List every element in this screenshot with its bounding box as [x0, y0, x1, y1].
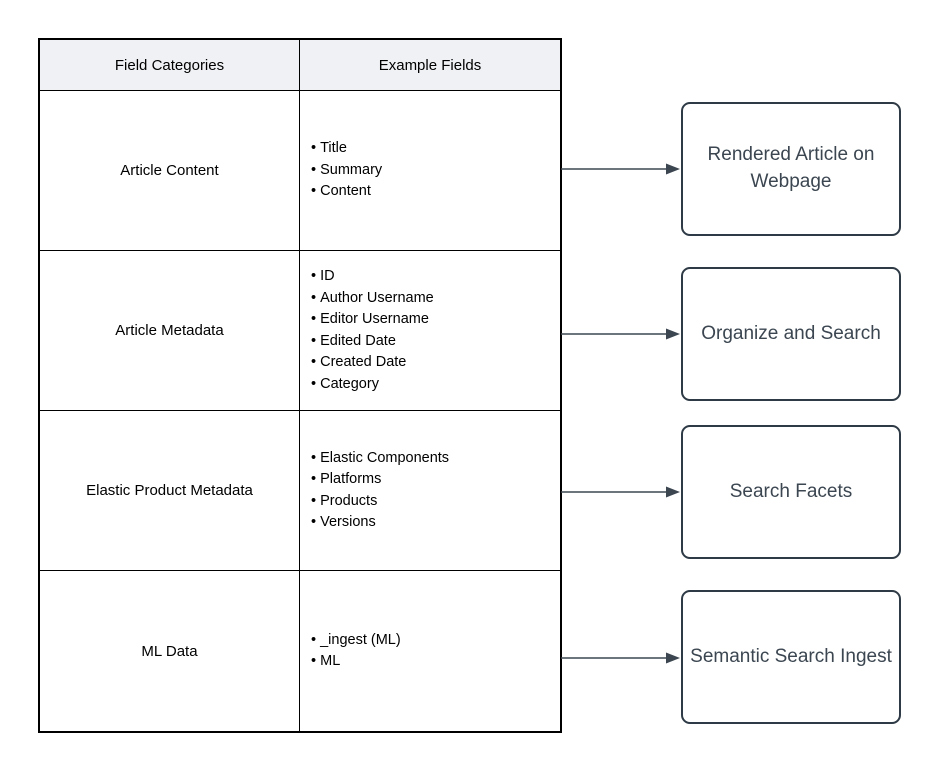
field-item: Author Username — [311, 288, 434, 310]
category-cell-article-metadata: Article Metadata — [40, 251, 300, 411]
arrow-to-semantic-search-ingest — [561, 652, 680, 664]
field-item: Editor Username — [311, 309, 434, 331]
arrow-to-organize-and-search — [561, 328, 680, 340]
field-item: Category — [311, 374, 434, 396]
field-item: Content — [311, 181, 382, 203]
fields-cell-ml-data: _ingest (ML) ML — [300, 571, 560, 731]
field-list: _ingest (ML) ML — [311, 630, 401, 673]
category-cell-ml-data: ML Data — [40, 571, 300, 731]
field-item: Platforms — [311, 469, 449, 491]
field-item: Versions — [311, 512, 449, 534]
category-cell-elastic-product-metadata: Elastic Product Metadata — [40, 411, 300, 571]
field-list: Title Summary Content — [311, 138, 382, 203]
fields-cell-elastic-product-metadata: Elastic Components Platforms Products Ve… — [300, 411, 560, 571]
column-header-example-fields: Example Fields — [300, 40, 560, 91]
field-list: ID Author Username Editor Username Edite… — [311, 266, 434, 395]
field-item: ID — [311, 266, 434, 288]
fields-cell-article-metadata: ID Author Username Editor Username Edite… — [300, 251, 560, 411]
flow-box-semantic-search-ingest: Semantic Search Ingest — [681, 590, 901, 724]
arrow-to-search-facets — [561, 486, 680, 498]
field-item: Title — [311, 138, 382, 160]
fields-cell-article-content: Title Summary Content — [300, 91, 560, 251]
category-cell-article-content: Article Content — [40, 91, 300, 251]
arrow-to-rendered-article — [561, 163, 680, 175]
field-item: Elastic Components — [311, 448, 449, 470]
field-list: Elastic Components Platforms Products Ve… — [311, 448, 449, 534]
field-item: Summary — [311, 160, 382, 182]
field-item: Products — [311, 491, 449, 513]
flow-box-rendered-article: Rendered Article on Webpage — [681, 102, 901, 236]
flow-box-search-facets: Search Facets — [681, 425, 901, 559]
field-item: _ingest (ML) — [311, 630, 401, 652]
field-item: ML — [311, 651, 401, 673]
field-table: Field Categories Example Fields Article … — [38, 38, 562, 733]
field-item: Edited Date — [311, 331, 434, 353]
field-item: Created Date — [311, 352, 434, 374]
flow-box-organize-and-search: Organize and Search — [681, 267, 901, 401]
column-header-field-categories: Field Categories — [40, 40, 300, 91]
